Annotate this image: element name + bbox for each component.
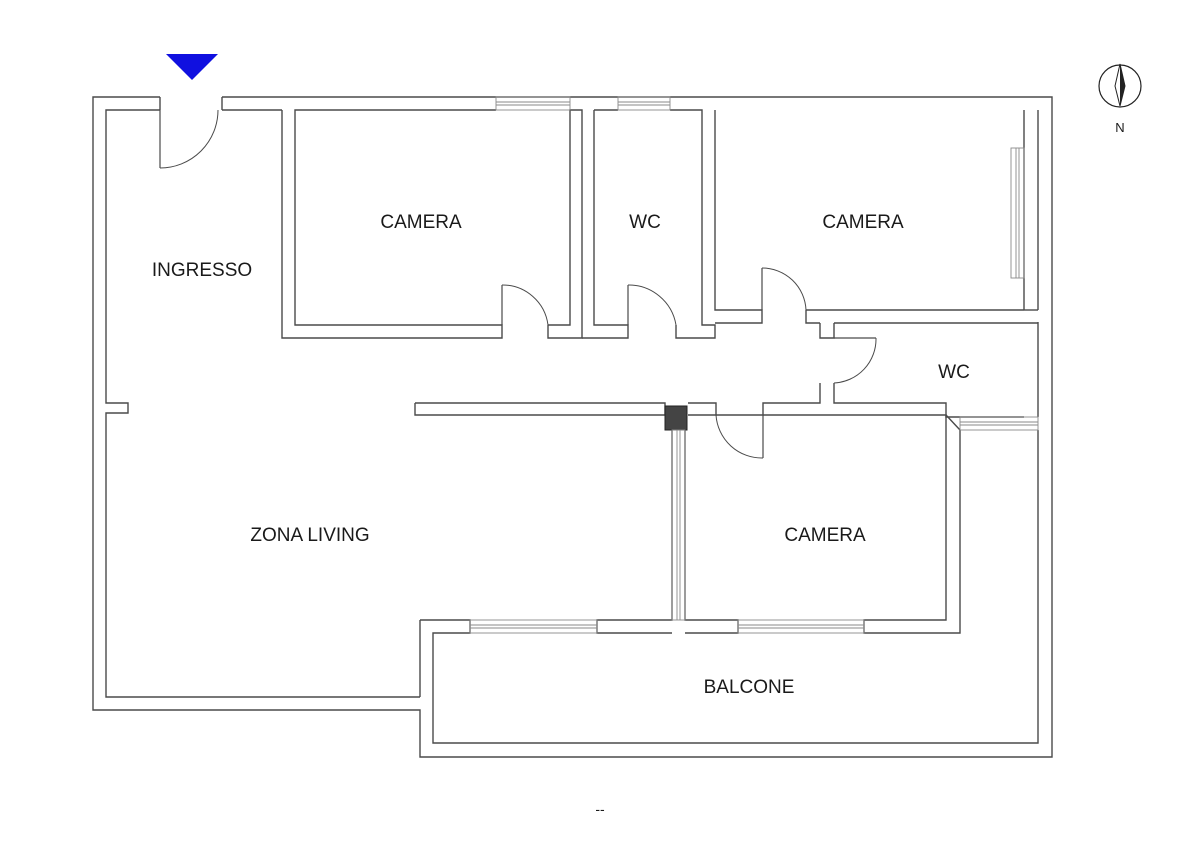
room-label-camera-3: CAMERA xyxy=(784,525,866,546)
room-label-zona-living: ZONA LIVING xyxy=(250,525,369,546)
interior-walls xyxy=(281,109,1038,634)
outer-walls xyxy=(92,96,1053,758)
room-label-balcone: BALCONE xyxy=(704,677,795,698)
room-label-camera-1: CAMERA xyxy=(380,212,462,233)
compass-label: N xyxy=(1115,120,1124,135)
room-label-camera-2: CAMERA xyxy=(822,212,904,233)
room-label-ingresso: INGRESSO xyxy=(152,260,252,281)
doors xyxy=(159,109,877,459)
north-arrow-icon xyxy=(1098,63,1142,108)
windows xyxy=(469,96,1039,634)
room-label-wc-2: WC xyxy=(938,362,970,383)
room-label-wc-1: WC xyxy=(629,212,661,233)
entrance-triangle-icon xyxy=(166,54,218,80)
pillar xyxy=(664,405,688,431)
scale-label: -- xyxy=(595,801,605,817)
